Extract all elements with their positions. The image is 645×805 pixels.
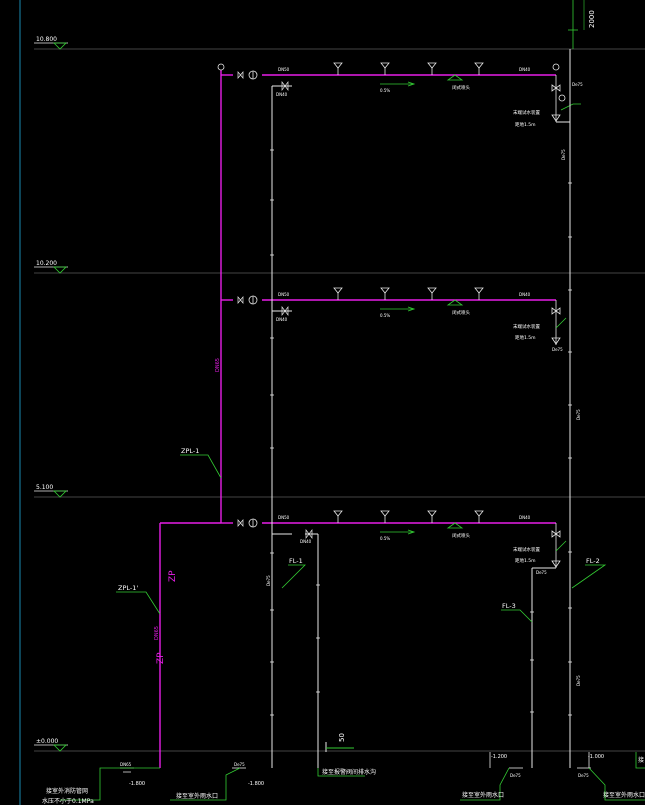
dimension-text-2000: 2000: [588, 10, 596, 28]
elev-label-1200: -1.200: [491, 754, 507, 760]
sprinkler-head-icon: [427, 62, 437, 75]
riser-dn-label: DN65: [215, 358, 221, 372]
elev-label-1800-a: -1.800: [129, 781, 145, 787]
drain-riser-fl1: [270, 85, 292, 768]
slope-label: 0.5%: [380, 536, 390, 541]
zp-mark-lower: ZP: [156, 652, 166, 664]
text-50: 50: [338, 733, 346, 742]
drain-dn-label-fl2-top: De75: [561, 149, 566, 160]
test-valve-height-middle: 距地1.5m: [515, 334, 536, 341]
sprinkler-head-icon: [427, 287, 437, 300]
drain-dn-label-fl2-mid: De75: [576, 409, 581, 420]
drain-dn-label-fl1: De75: [266, 575, 271, 586]
note-outdoor-rain-inlet-2: 接至室外雨水口: [462, 791, 504, 799]
drain-dn-top: DN40: [276, 92, 288, 97]
sprinkler-head-icon: [474, 510, 484, 523]
bottom-leaders: [60, 752, 645, 801]
sprinkler-head-icon: [474, 62, 484, 75]
drain-dn-label-top-right: De75: [572, 82, 583, 87]
end-test-valve-middle: [551, 300, 567, 345]
branch-dn-label: DN50: [278, 67, 290, 72]
test-valve-height-top: 距地1.5m: [515, 121, 536, 128]
riser-top-cap-icon: [217, 63, 225, 71]
sprinkler-head-icon: [474, 287, 484, 300]
riser-outdoor-dn-label: DN65: [154, 626, 160, 640]
test-valve-cap-icon: [552, 63, 560, 71]
main-riser-zpl1: [159, 70, 233, 768]
end-test-valve-top: [551, 63, 581, 122]
drain-riser-fl2: [556, 49, 572, 768]
valve-icon: [281, 80, 289, 92]
elevation-mark-middle: 5.100: [34, 484, 68, 498]
sprinkler-label: 闭式喷头: [452, 309, 470, 316]
elevation-mark-ground: ±0.000: [34, 738, 68, 752]
zp-mark-upper: ZP: [168, 570, 178, 582]
branch-dn-label-right: DN40: [519, 515, 531, 520]
test-valve-dn-middle: De75: [552, 347, 563, 352]
note-outdoor-rain-inlet-3: 接至室外雨水口: [603, 791, 645, 799]
drain-dn-label-fl2-low: De75: [576, 675, 581, 686]
elevation-text-top: 10.800: [36, 36, 57, 43]
sprinkler-head-icon: [333, 62, 343, 75]
elevation-mark-upper: 10.200: [34, 260, 68, 274]
test-valve-dn-bottom: De75: [536, 570, 547, 575]
branch-dn-label-right: DN40: [519, 67, 531, 72]
label-zpl1: ZPL-1: [181, 447, 199, 455]
branch-top: DN50 DN40 0.5% 闭式喷头: [237, 67, 556, 93]
elevation-mark-top: 10.800: [34, 36, 68, 50]
drain-riser-fl3: [530, 567, 556, 768]
sprinkler-head-icon: [333, 510, 343, 523]
branch-dn-label-right: DN40: [519, 292, 531, 297]
discharge-dn-1: DN65: [120, 762, 132, 767]
slope-label: 0.5%: [380, 88, 390, 93]
sprinkler-head-icon: [380, 287, 390, 300]
note-edge-text: 接: [638, 756, 644, 764]
drain-dn-low: DN40: [300, 539, 312, 544]
sprinkler-label: 闭式喷头: [452, 84, 470, 91]
elevation-text-middle: 5.100: [36, 484, 53, 491]
test-valve-label-middle: 末端试水装置: [513, 323, 540, 330]
branch-bottom: DN50 DN40 0.5% 闭式喷头: [237, 515, 556, 541]
pressure-gauge-icon: [558, 94, 566, 102]
end-test-valve-bottom: [551, 523, 567, 568]
elevation-text-ground: ±0.000: [36, 738, 58, 745]
elev-label-1000: -1.000: [588, 754, 604, 760]
elevation-text-upper: 10.200: [36, 260, 57, 267]
test-valve-height-bottom: 距地1.5m: [515, 557, 536, 564]
sprinkler-label: 闭式喷头: [452, 532, 470, 539]
sprinkler-heads: [333, 62, 484, 523]
sprinkler-head-icon: [333, 287, 343, 300]
branch-dn-label: DN50: [278, 292, 290, 297]
sprinkler-head-icon: [380, 62, 390, 75]
valve-icon: [281, 305, 289, 317]
elev-label-1800-b: -1.800: [248, 781, 264, 787]
slope-label: 0.5%: [380, 313, 390, 318]
dimension-2000: 2000: [568, 0, 596, 49]
drain-dn-mid: DN40: [276, 317, 288, 322]
discharge-dn-4: De75: [578, 773, 589, 778]
sprinkler-head-icon: [380, 510, 390, 523]
label-fl2: FL-2: [586, 557, 600, 565]
note-water-pressure: 水压不小于0.1MPa: [42, 797, 94, 805]
floor-lines: [34, 48, 645, 752]
sprinkler-head-icon: [427, 510, 437, 523]
branch-dn-label: DN50: [278, 515, 290, 520]
discharge-dn-3: De75: [510, 773, 521, 778]
drain-line-alarm-valve: [305, 528, 354, 768]
test-valve-label-top: 末端试水装置: [513, 109, 540, 116]
label-fl3: FL-3: [502, 602, 516, 610]
note-alarm-valve-trench: 接至报警阀间排水沟: [322, 768, 376, 776]
note-outdoor-fire-main: 接室外消防管网: [46, 787, 88, 795]
label-zpl1-outdoor: ZPL-1': [118, 584, 138, 592]
branch-middle: DN50 DN40 0.5% 闭式喷头: [237, 292, 556, 318]
label-fl1: FL-1: [289, 557, 303, 565]
discharge-dn-2: De75: [234, 762, 245, 767]
riser-leaders: [116, 454, 607, 623]
test-valve-label-bottom: 末端试水装置: [513, 546, 540, 553]
note-outdoor-rain-inlet-1: 接至室外雨水口: [176, 792, 218, 800]
